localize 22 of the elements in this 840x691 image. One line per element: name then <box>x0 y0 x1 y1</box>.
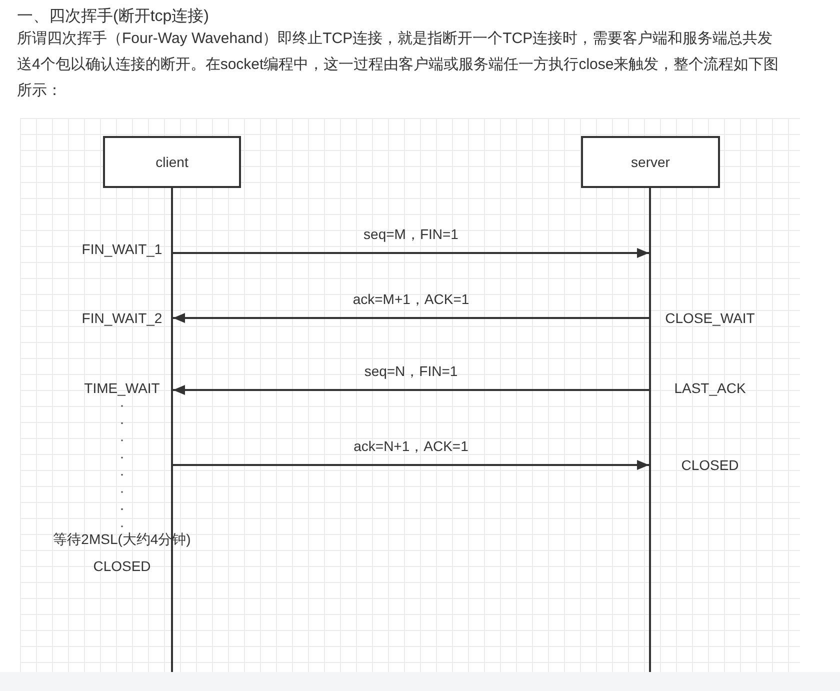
lifeline <box>171 188 173 672</box>
state-label: TIME_WAIT <box>84 380 160 396</box>
edge-label: ack=M+1，ACK=1 <box>352 291 470 309</box>
edge-label: ack=N+1，ACK=1 <box>352 438 470 456</box>
state-label: CLOSED <box>681 457 739 473</box>
heading: 一、四次挥手(断开tcp连接) <box>17 6 209 27</box>
state-label: FIN_WAIT_1 <box>82 241 162 257</box>
lifeline <box>649 188 651 672</box>
edge-label: seq=M，FIN=1 <box>362 226 460 244</box>
state-label: CLOSE_WAIT <box>665 310 755 326</box>
edge-label: seq=N，FIN=1 <box>363 363 459 381</box>
participant-box: client <box>103 136 241 188</box>
state-label: 等待2MSL(大约4分钟) <box>53 531 191 549</box>
message-arrow <box>173 313 649 323</box>
state-label: CLOSED <box>93 558 151 574</box>
paragraph: 所谓四次挥手（Four-Way Wavehand）即终止TCP连接，就是指断开一个TCP连接时，需要客户端和服务端总共发送4个包以确认连接的断开。在socket编程中，这一过程由客户端或服务端任一方执行close来触发，整个流程如下图所示： <box>17 29 780 101</box>
state-label: FIN_WAIT_2 <box>82 310 162 326</box>
message-arrow <box>173 248 649 258</box>
message-arrow <box>173 385 649 395</box>
message-arrow <box>173 460 649 470</box>
state-label: LAST_ACK <box>674 380 746 396</box>
participant-box: server <box>581 136 720 188</box>
